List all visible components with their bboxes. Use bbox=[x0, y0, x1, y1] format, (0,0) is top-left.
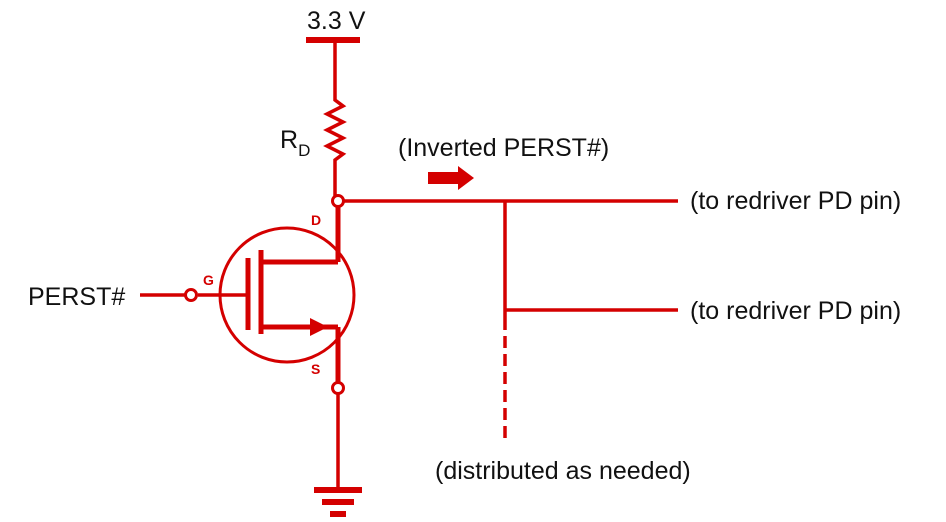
inverted-perst-label: (Inverted PERST#) bbox=[398, 134, 610, 162]
supply-label: 3.3 V bbox=[307, 7, 366, 35]
input-label: PERST# bbox=[28, 283, 126, 311]
pin-drain-label: D bbox=[311, 212, 322, 228]
drain-node bbox=[331, 194, 345, 208]
resistor-label: RD bbox=[280, 126, 310, 160]
gate-node bbox=[184, 288, 198, 302]
output-label-1: (to redriver PD pin) bbox=[690, 187, 902, 215]
distributed-label: (distributed as needed) bbox=[435, 457, 691, 485]
resistor-rd bbox=[323, 93, 347, 196]
pin-source-label: S bbox=[311, 361, 321, 377]
resistor-label-sub: D bbox=[298, 141, 311, 160]
source-arrow bbox=[310, 318, 328, 336]
output-label-2: (to redriver PD pin) bbox=[690, 297, 902, 325]
direction-arrow-icon bbox=[428, 166, 474, 190]
pin-gate-label: G bbox=[203, 272, 214, 288]
resistor-label-main: R bbox=[280, 126, 299, 154]
source-node bbox=[331, 381, 345, 395]
transistor-body bbox=[218, 226, 356, 364]
